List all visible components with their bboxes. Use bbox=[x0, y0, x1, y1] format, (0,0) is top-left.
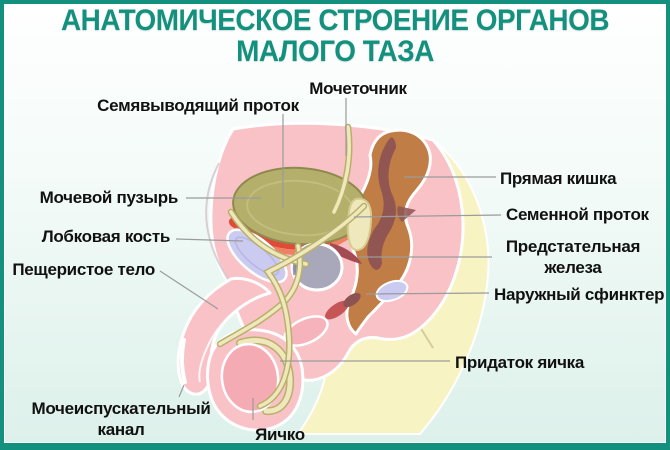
label-ureter: Мочеточник bbox=[309, 79, 407, 98]
label-epididymis: Придаток яичка bbox=[455, 353, 585, 372]
penis-inner-line bbox=[198, 301, 249, 383]
rectum-shadow bbox=[367, 137, 396, 270]
label-seminal-duct: Семенной проток bbox=[506, 205, 649, 224]
leader-line-urethra bbox=[178, 384, 185, 398]
label-cavernous-body: Пещеристое тело bbox=[12, 260, 155, 279]
leader-line-cavernous-body bbox=[159, 270, 219, 310]
urethra-tip-slit bbox=[179, 338, 187, 384]
label-pubic-bone: Лобковая кость bbox=[41, 227, 171, 246]
title-line-2: МАЛОГО ТАЗА bbox=[236, 35, 434, 68]
sphincter-muscle bbox=[325, 300, 349, 320]
leader-line-external-sphincter bbox=[365, 292, 490, 295]
testicle-shape bbox=[220, 342, 280, 414]
label-testicle: Яичко bbox=[255, 425, 305, 444]
prostate-top-crescent bbox=[330, 243, 362, 264]
anal-canal bbox=[343, 292, 361, 308]
label-rectum: Прямая кишка bbox=[500, 169, 617, 188]
epididymis-shape bbox=[237, 338, 293, 414]
label-bladder: Мочевой пузырь bbox=[39, 188, 179, 207]
page-title: АНАТОМИЧЕСКОЕ СТРОЕНИЕ ОРГАНОВ МАЛОГО ТА… bbox=[0, 5, 670, 67]
leader-line-pubic-bone bbox=[175, 238, 244, 242]
rectum-fold bbox=[397, 206, 416, 222]
label-vas-deferens: Семявыводящий проток bbox=[97, 96, 299, 115]
title-line-1: АНАТОМИЧЕСКОЕ СТРОЕНИЕ ОРГАНОВ bbox=[60, 4, 610, 37]
duct-tubes bbox=[216, 123, 368, 410]
leader-line-seminal-duct bbox=[353, 214, 502, 218]
ischium-bone-shape bbox=[375, 279, 409, 303]
label-external-sphincter: Наружный сфинктер bbox=[494, 285, 665, 304]
